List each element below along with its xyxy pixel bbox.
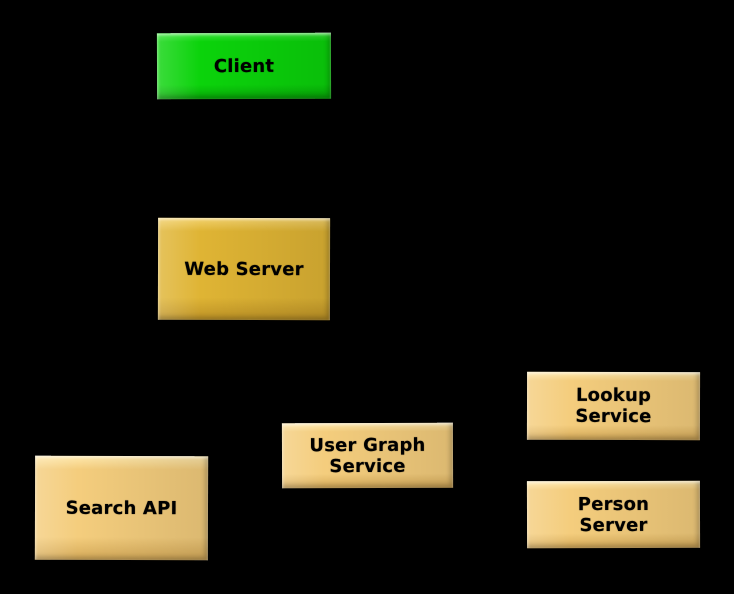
node-label-lookup-service: Lookup Service (575, 384, 652, 428)
node-label-search-api: Search API (65, 497, 178, 519)
node-label-client: Client (213, 55, 275, 77)
diagram-node-lookup-service: Lookup Service (526, 371, 701, 441)
node-label-user-graph-service: User Graph Service (309, 434, 426, 477)
node-label-person-server: Person Server (577, 493, 650, 536)
diagram-node-web-server: Web Server (157, 217, 331, 321)
diagram-node-user-graph-service: User Graph Service (281, 422, 454, 489)
diagram-node-search-api: Search API (34, 455, 209, 561)
diagram-node-client: Client (156, 32, 332, 100)
node-label-web-server: Web Server (184, 258, 304, 280)
diagram-node-person-server: Person Server (526, 480, 701, 549)
